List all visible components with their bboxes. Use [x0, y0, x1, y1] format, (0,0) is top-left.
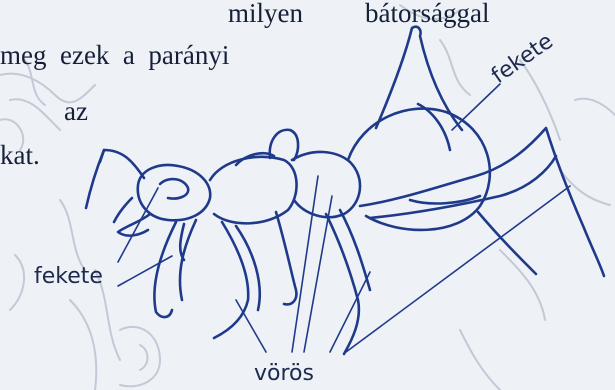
text-line-1-word-1: milyen [228, 0, 303, 27]
ant-eye [160, 179, 188, 198]
ant-thorax [210, 157, 297, 223]
ant-drawing [86, 27, 604, 354]
label-fekete-left: fekete [34, 264, 103, 289]
ant-head [138, 165, 210, 220]
leader-voros-3 [304, 196, 332, 352]
ant-rear-leg-1 [326, 214, 359, 354]
text-line-2: meg ezek a parányi [0, 42, 229, 69]
ant-antenna [86, 150, 144, 208]
ant-petiole [292, 152, 360, 217]
text-line-3: az [64, 98, 88, 125]
label-voros: vörös [254, 361, 314, 386]
text-line-4: kat. [0, 142, 40, 169]
leader-voros-5 [346, 186, 570, 352]
leader-voros-1 [236, 300, 266, 352]
text-line-1-word-2: bátorsággal [365, 0, 489, 27]
leader-fekete-top [452, 84, 500, 130]
ant-front-leg [154, 222, 176, 317]
ant-middle-leg-2 [276, 212, 296, 304]
label-fekete-top: fekete [487, 29, 558, 89]
leader-fekete-left-2 [118, 256, 172, 286]
